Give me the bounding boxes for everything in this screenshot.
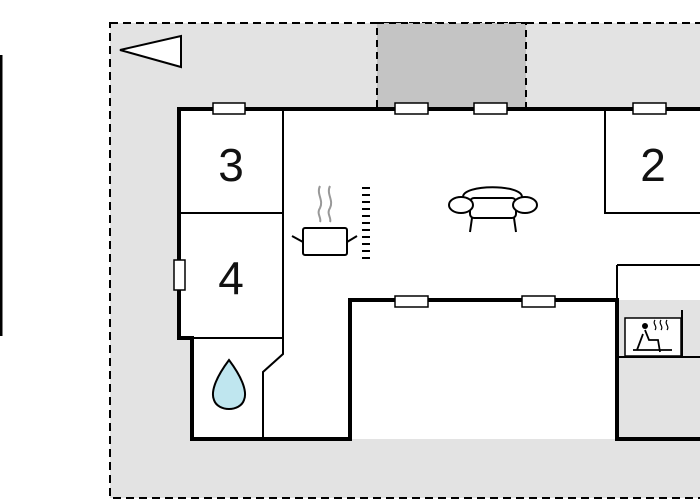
window — [212, 102, 246, 115]
window — [473, 102, 508, 115]
sauna-icon — [624, 317, 682, 357]
terrace-area — [376, 22, 527, 109]
wall-bathroom — [192, 337, 284, 439]
cooking-pot-icon — [291, 185, 358, 256]
room-label-3: 3 — [218, 139, 244, 191]
window — [394, 102, 429, 115]
water-drop-icon — [211, 358, 247, 410]
north-arrow-icon — [119, 34, 182, 69]
window — [632, 102, 667, 115]
wall-south — [179, 298, 700, 441]
stove-heat-icon — [362, 187, 370, 259]
house-interior — [179, 109, 700, 439]
window — [521, 295, 556, 308]
window — [173, 259, 186, 291]
room-label-4: 4 — [218, 252, 244, 304]
window — [394, 295, 429, 308]
wall-bedroom2 — [604, 109, 700, 214]
sofa-icon — [448, 186, 538, 233]
room-label-2: 2 — [640, 139, 666, 191]
